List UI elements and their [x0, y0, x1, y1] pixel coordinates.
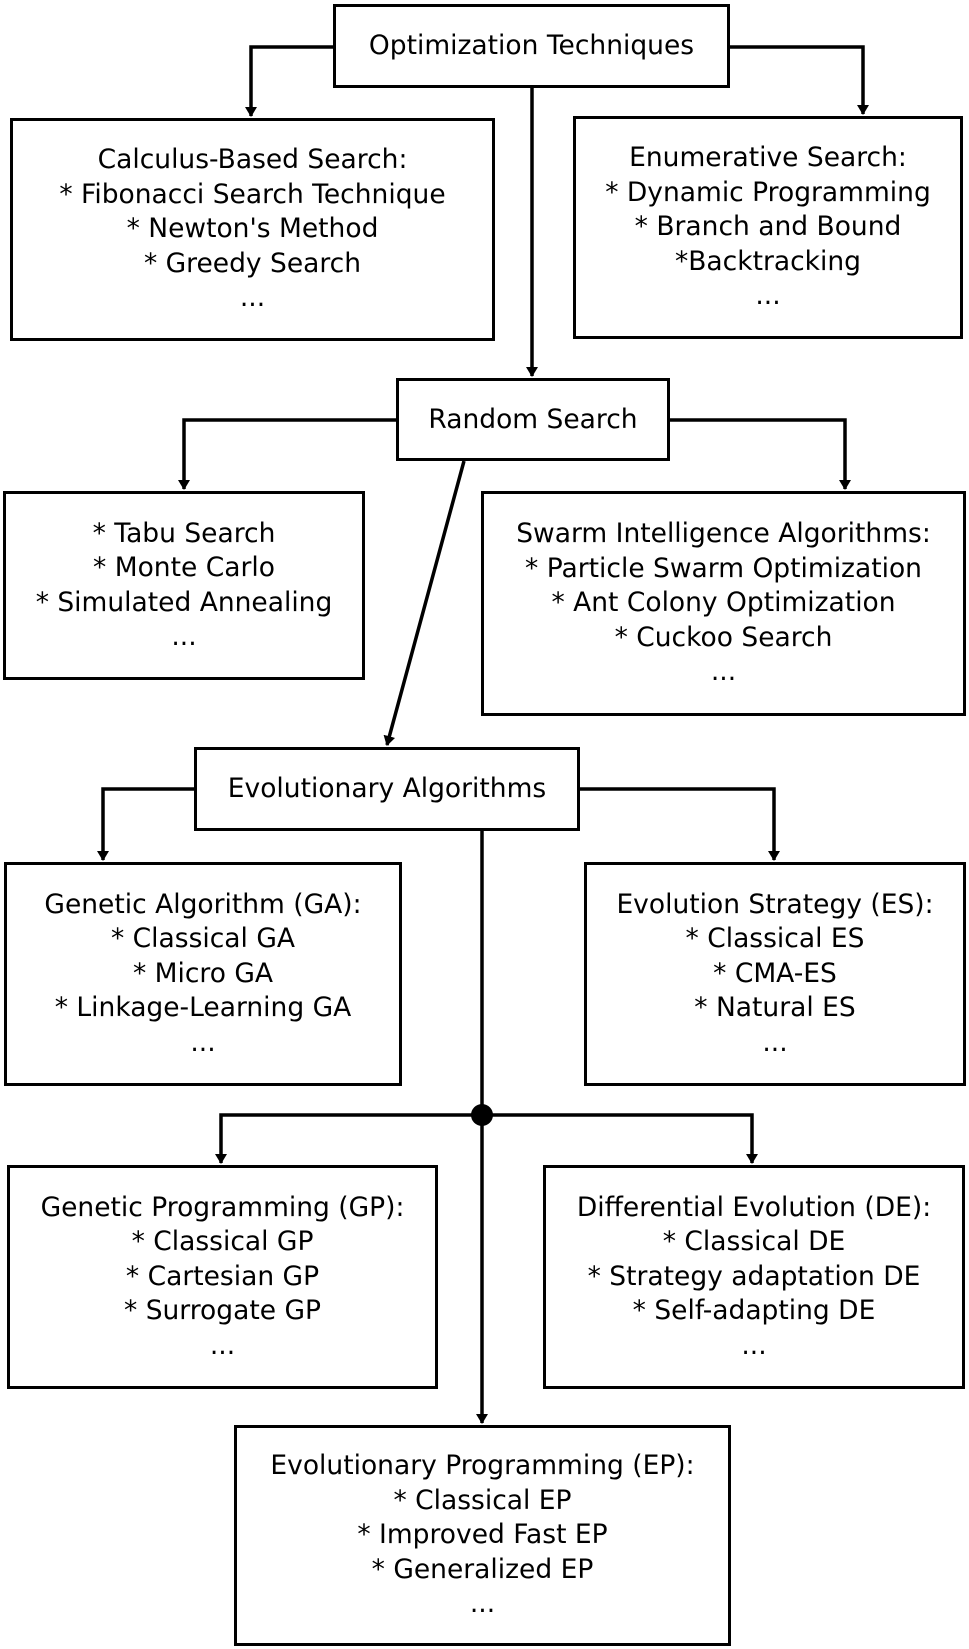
- node-es: Evolution Strategy (ES):* Classical ES* …: [584, 862, 966, 1086]
- node-title: Optimization Techniques: [368, 30, 695, 61]
- edge-random-to-evolutionary: [383, 460, 466, 746]
- node-tabu: * Tabu Search* Monte Carlo* Simulated An…: [3, 491, 365, 680]
- node-item: * Linkage-Learning GA: [54, 992, 352, 1024]
- edge-evolutionary-to-gp: [215, 831, 484, 1164]
- node-item: * Cartesian GP: [125, 1260, 320, 1292]
- node-gp: Genetic Programming (GP):* Classical GP*…: [7, 1165, 438, 1389]
- node-item: * CMA-ES: [713, 957, 837, 989]
- node-item: * Branch and Bound: [634, 211, 902, 243]
- node-enumerative: Enumerative Search:* Dynamic Programming…: [573, 116, 963, 339]
- node-item: * Classical GA: [110, 923, 295, 955]
- node-title: Evolutionary Algorithms: [227, 773, 547, 804]
- node-item: * Dynamic Programming: [605, 176, 931, 208]
- node-ga: Genetic Algorithm (GA):* Classical GA* M…: [4, 862, 402, 1086]
- node-item: ...: [755, 280, 781, 312]
- node-item: ...: [239, 282, 266, 314]
- node-item: * Greedy Search: [143, 247, 362, 279]
- node-item: * Ant Colony Optimization: [551, 587, 896, 619]
- edge-root-to-enumerative: [730, 45, 869, 115]
- edge-random-to-swarm: [670, 418, 851, 490]
- node-item: * Natural ES: [694, 992, 856, 1024]
- edge-evolutionary-to-de: [482, 1113, 758, 1164]
- node-item: *Backtracking: [674, 245, 861, 277]
- node-item: ...: [469, 1588, 496, 1620]
- edge-random-to-tabu: [178, 418, 396, 490]
- node-calculus: Calculus-Based Search:* Fibonacci Search…: [10, 118, 495, 341]
- node-item: ...: [710, 656, 737, 688]
- node-root: Optimization Techniques: [333, 4, 730, 88]
- node-item: * Newton's Method: [126, 213, 379, 245]
- junction-dot: [471, 1104, 493, 1126]
- edge-root-to-calculus: [245, 45, 333, 117]
- node-title: Swarm Intelligence Algorithms:: [516, 518, 931, 550]
- node-item: * Generalized EP: [371, 1553, 594, 1585]
- node-item: * Strategy adaptation DE: [587, 1260, 921, 1292]
- node-item: * Micro GA: [132, 957, 274, 989]
- node-item: * Fibonacci Search Technique: [59, 178, 446, 210]
- node-title: Genetic Programming (GP):: [40, 1191, 405, 1223]
- edge-evolutionary-to-ga: [97, 787, 194, 861]
- node-item: ...: [741, 1329, 767, 1361]
- node-title: Evolution Strategy (ES):: [616, 888, 934, 920]
- node-item: ...: [762, 1026, 788, 1058]
- node-title: * Tabu Search: [92, 517, 276, 549]
- node-item: ...: [209, 1329, 236, 1361]
- node-item: * Improved Fast EP: [357, 1519, 608, 1551]
- node-title: Genetic Algorithm (GA):: [44, 888, 362, 920]
- node-item: * Classical EP: [393, 1484, 572, 1516]
- edge-evolutionary-to-es: [580, 787, 780, 861]
- node-title: Calculus-Based Search:: [97, 144, 408, 176]
- node-swarm: Swarm Intelligence Algorithms:* Particle…: [481, 491, 966, 716]
- node-item: * Classical GP: [131, 1226, 314, 1258]
- node-item: ...: [171, 621, 197, 652]
- node-title: Evolutionary Programming (EP):: [270, 1450, 695, 1482]
- node-ep: Evolutionary Programming (EP):* Classica…: [234, 1425, 731, 1646]
- node-title: Differential Evolution (DE):: [576, 1191, 932, 1223]
- node-item: * Classical DE: [662, 1226, 846, 1258]
- node-item: * Classical ES: [685, 923, 865, 955]
- node-item: * Self-adapting DE: [632, 1295, 876, 1327]
- node-random: Random Search: [396, 378, 670, 461]
- node-item: * Cuckoo Search: [614, 621, 833, 653]
- node-item: * Surrogate GP: [124, 1295, 321, 1327]
- node-evolutionary: Evolutionary Algorithms: [194, 747, 580, 831]
- node-item: ...: [190, 1026, 216, 1058]
- node-title: Enumerative Search:: [629, 142, 907, 174]
- node-item: * Monte Carlo: [93, 552, 275, 583]
- node-de: Differential Evolution (DE):* Classical …: [543, 1165, 965, 1389]
- node-item: * Simulated Annealing: [35, 586, 333, 618]
- node-title: Random Search: [428, 403, 638, 435]
- node-item: * Particle Swarm Optimization: [525, 552, 922, 584]
